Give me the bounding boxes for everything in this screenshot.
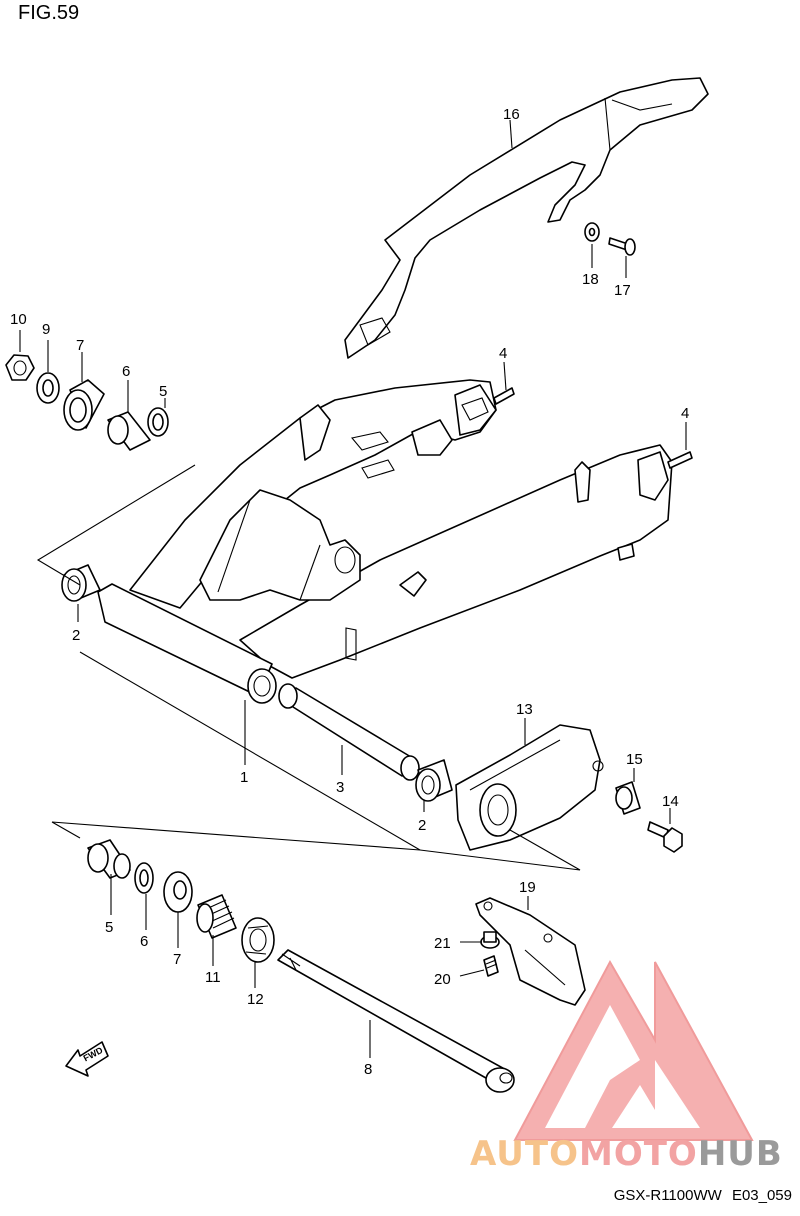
- callout-4-upper: 4: [499, 345, 507, 362]
- locknut-12: [241, 917, 275, 963]
- watermark-logo: [513, 959, 754, 1141]
- callout-2-left: 2: [72, 627, 80, 644]
- callout-12: 12: [247, 991, 264, 1008]
- callouts: 1 2 2 3 4 4 5 5 6 6 7 7 8 9 10 11 12 13 …: [10, 106, 689, 1078]
- callout-6-upper: 6: [122, 363, 130, 380]
- callout-1: 1: [240, 769, 248, 786]
- spacer-5-lower: [87, 839, 131, 879]
- callout-5-lower: 5: [105, 919, 113, 936]
- callout-8: 8: [364, 1061, 372, 1078]
- drawing-ref: E03_059: [731, 1187, 792, 1204]
- nut-10: [5, 354, 35, 381]
- callout-19: 19: [519, 879, 536, 896]
- callout-3: 3: [336, 779, 344, 796]
- callout-15: 15: [626, 751, 643, 768]
- callout-7-upper: 7: [76, 337, 84, 354]
- washer-7-lower: [163, 871, 193, 913]
- bolt-14: [647, 821, 683, 853]
- callout-6-lower: 6: [140, 933, 148, 950]
- chain-buffer-13: [455, 724, 604, 851]
- washer-21: [480, 931, 500, 949]
- fwd-arrow: FWD: [65, 1041, 109, 1077]
- callout-7-lower: 7: [173, 951, 181, 968]
- callout-21: 21: [434, 935, 451, 952]
- watermark-auto: AUTO: [470, 1134, 579, 1174]
- watermark-moto: MOTO: [578, 1134, 698, 1174]
- callout-16: 16: [503, 106, 520, 123]
- collar-15: [615, 781, 641, 815]
- washer-9: [36, 372, 60, 404]
- callout-4-lower: 4: [681, 405, 689, 422]
- adjuster-bolt-4-lower: [667, 451, 693, 469]
- callout-13: 13: [516, 701, 533, 718]
- spacer-6: [107, 411, 151, 451]
- pivot-shaft-8: [277, 949, 515, 1093]
- leader-lines: [19, 119, 687, 1058]
- bolt-20: [483, 955, 499, 977]
- callout-5-upper: 5: [159, 383, 167, 400]
- guard-19: [475, 897, 586, 1006]
- pivot-spacer-3: [278, 683, 420, 781]
- callout-20: 20: [434, 971, 451, 988]
- figure-title: FIG.59: [18, 2, 80, 24]
- callout-10: 10: [10, 311, 27, 328]
- bearing-2-right: [415, 759, 453, 802]
- adjuster-bolt-4-upper: [493, 387, 515, 405]
- callout-2-right: 2: [418, 817, 426, 834]
- adjuster-11: [196, 894, 237, 939]
- chain-guard: [344, 77, 709, 359]
- footer-ref: GSX-R1100WW E03_059: [614, 1187, 792, 1204]
- washer-6-lower: [134, 862, 154, 894]
- callout-17: 17: [614, 282, 631, 299]
- model-code: GSX-R1100WW: [613, 1187, 722, 1204]
- washer-18: [584, 222, 600, 242]
- swingarm: [97, 379, 673, 704]
- washer-5-upper: [147, 407, 169, 437]
- bolt-17: [608, 237, 636, 256]
- bearing-2-left: [61, 564, 101, 602]
- watermark-text: AUTOMOTOHUB: [470, 1134, 783, 1174]
- callout-18: 18: [582, 271, 599, 288]
- callout-11: 11: [205, 969, 221, 986]
- callout-9: 9: [42, 321, 50, 338]
- bearing-7-upper: [63, 379, 105, 431]
- watermark-hub: HUB: [697, 1134, 783, 1174]
- callout-14: 14: [662, 793, 679, 810]
